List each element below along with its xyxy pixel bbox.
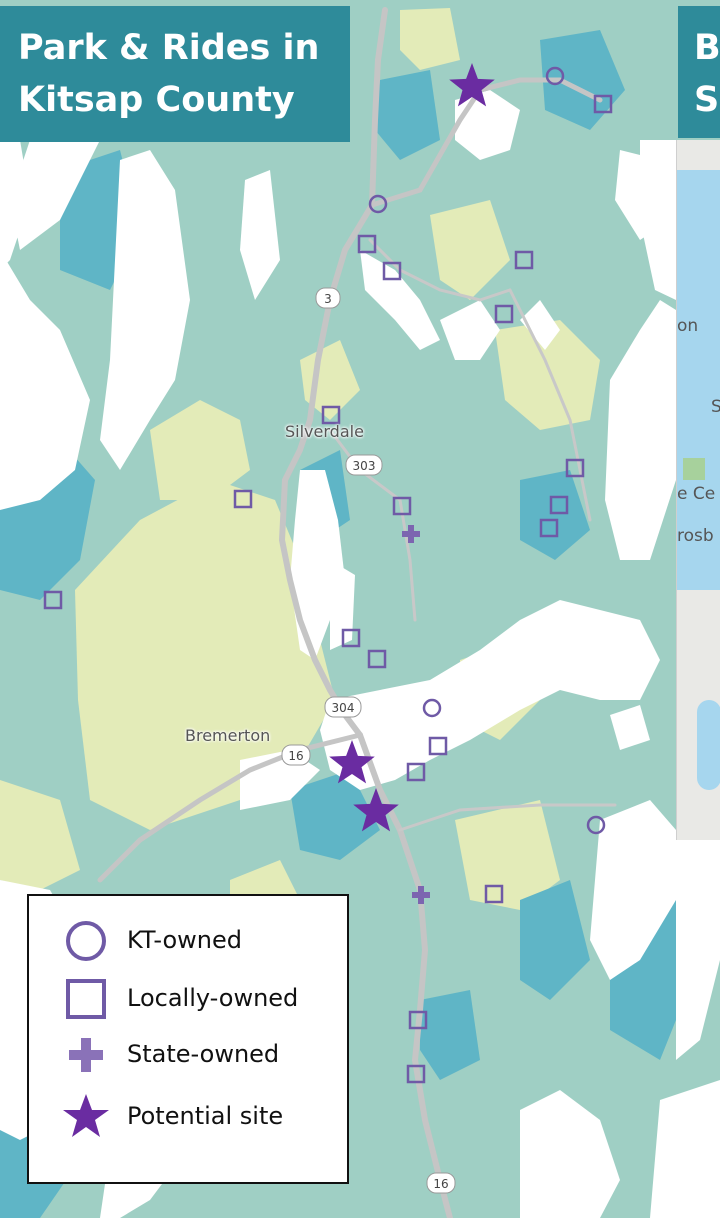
locally-owned-marker bbox=[484, 884, 504, 904]
star-icon bbox=[63, 1094, 109, 1137]
legend-label-kt-owned: KT-owned bbox=[127, 926, 242, 954]
inset-label-1: on bbox=[677, 316, 699, 336]
locally-owned-marker bbox=[514, 250, 534, 270]
potential-site-marker bbox=[353, 788, 399, 832]
legend-label-locally-owned: Locally-owned bbox=[127, 984, 299, 1012]
legend-item-kt-owned: KT-owned bbox=[29, 914, 349, 968]
locally-owned-marker bbox=[233, 489, 253, 509]
map-title-line2: Kitsap County bbox=[18, 80, 295, 120]
locally-owned-marker bbox=[549, 495, 569, 515]
route-3-label: 3 bbox=[324, 292, 332, 306]
route-304-label: 304 bbox=[332, 701, 355, 715]
locally-owned-marker bbox=[392, 496, 412, 516]
locally-owned-marker bbox=[341, 628, 361, 648]
route-303-shield: 303 bbox=[345, 454, 383, 476]
adjacent-map-title: B S bbox=[678, 6, 720, 138]
locally-owned-marker bbox=[357, 234, 377, 254]
square-icon bbox=[66, 979, 106, 1019]
route-shields: 3 303 304 16 16 bbox=[281, 287, 456, 1194]
route-16-label-south: 16 bbox=[433, 1177, 448, 1191]
legend-item-locally-owned: Locally-owned bbox=[29, 972, 349, 1026]
kt-owned-marker bbox=[586, 815, 606, 835]
adjacent-map-inset: on S e Ce rosb bbox=[676, 140, 720, 840]
locally-owned-marker bbox=[593, 94, 613, 114]
locally-owned-marker bbox=[408, 1010, 428, 1030]
locally-owned-marker bbox=[428, 736, 448, 756]
inset-water-south bbox=[697, 700, 720, 790]
route-16-shield-south: 16 bbox=[426, 1172, 456, 1194]
potential-site-marker bbox=[449, 63, 495, 107]
locally-owned-marker bbox=[406, 762, 426, 782]
locally-owned-marker bbox=[367, 649, 387, 669]
locally-owned-marker bbox=[494, 304, 514, 324]
legend-label-potential-site: Potential site bbox=[127, 1102, 284, 1130]
locally-owned-marker bbox=[539, 518, 559, 538]
marker-layer bbox=[43, 63, 613, 1084]
locally-owned-marker bbox=[406, 1064, 426, 1084]
legend-label-state-owned: State-owned bbox=[127, 1040, 280, 1068]
state-owned-marker bbox=[412, 886, 430, 904]
kt-owned-marker bbox=[422, 698, 442, 718]
map-title-line1: Park & Rides in bbox=[18, 28, 320, 68]
circle-icon bbox=[66, 921, 106, 961]
route-303-label: 303 bbox=[353, 459, 376, 473]
route-304-shield: 304 bbox=[324, 696, 362, 718]
route-3-shield: 3 bbox=[315, 287, 341, 309]
potential-site-marker bbox=[329, 740, 375, 784]
locally-owned-marker bbox=[382, 261, 402, 281]
inset-water bbox=[677, 170, 720, 590]
plus-icon bbox=[69, 1038, 103, 1072]
map-title: Park & Rides in Kitsap County bbox=[0, 6, 350, 142]
map-legend: KT-owned Locally-owned State-owned Poten… bbox=[27, 894, 349, 1184]
legend-item-potential-site: Potential site bbox=[29, 1090, 349, 1144]
silverdale-label: Silverdale bbox=[285, 422, 364, 441]
locally-owned-marker bbox=[565, 458, 585, 478]
route-16-shield-bremerton: 16 bbox=[281, 744, 311, 766]
inset-park bbox=[683, 458, 705, 480]
kt-owned-marker bbox=[545, 66, 565, 86]
locally-owned-marker bbox=[321, 405, 341, 425]
inset-label-4: rosb bbox=[677, 526, 714, 546]
inset-label-3: e Ce bbox=[677, 484, 716, 504]
kt-owned-marker bbox=[368, 194, 388, 214]
locally-owned-marker bbox=[43, 590, 63, 610]
adjacent-title-line1: B bbox=[694, 28, 720, 68]
state-owned-marker bbox=[402, 525, 420, 543]
bremerton-label: Bremerton bbox=[185, 726, 271, 745]
inset-label-2: S bbox=[711, 397, 720, 417]
adjacent-title-line2: S bbox=[694, 80, 720, 120]
route-16-label-bremerton: 16 bbox=[288, 749, 303, 763]
legend-item-state-owned: State-owned bbox=[29, 1028, 349, 1082]
